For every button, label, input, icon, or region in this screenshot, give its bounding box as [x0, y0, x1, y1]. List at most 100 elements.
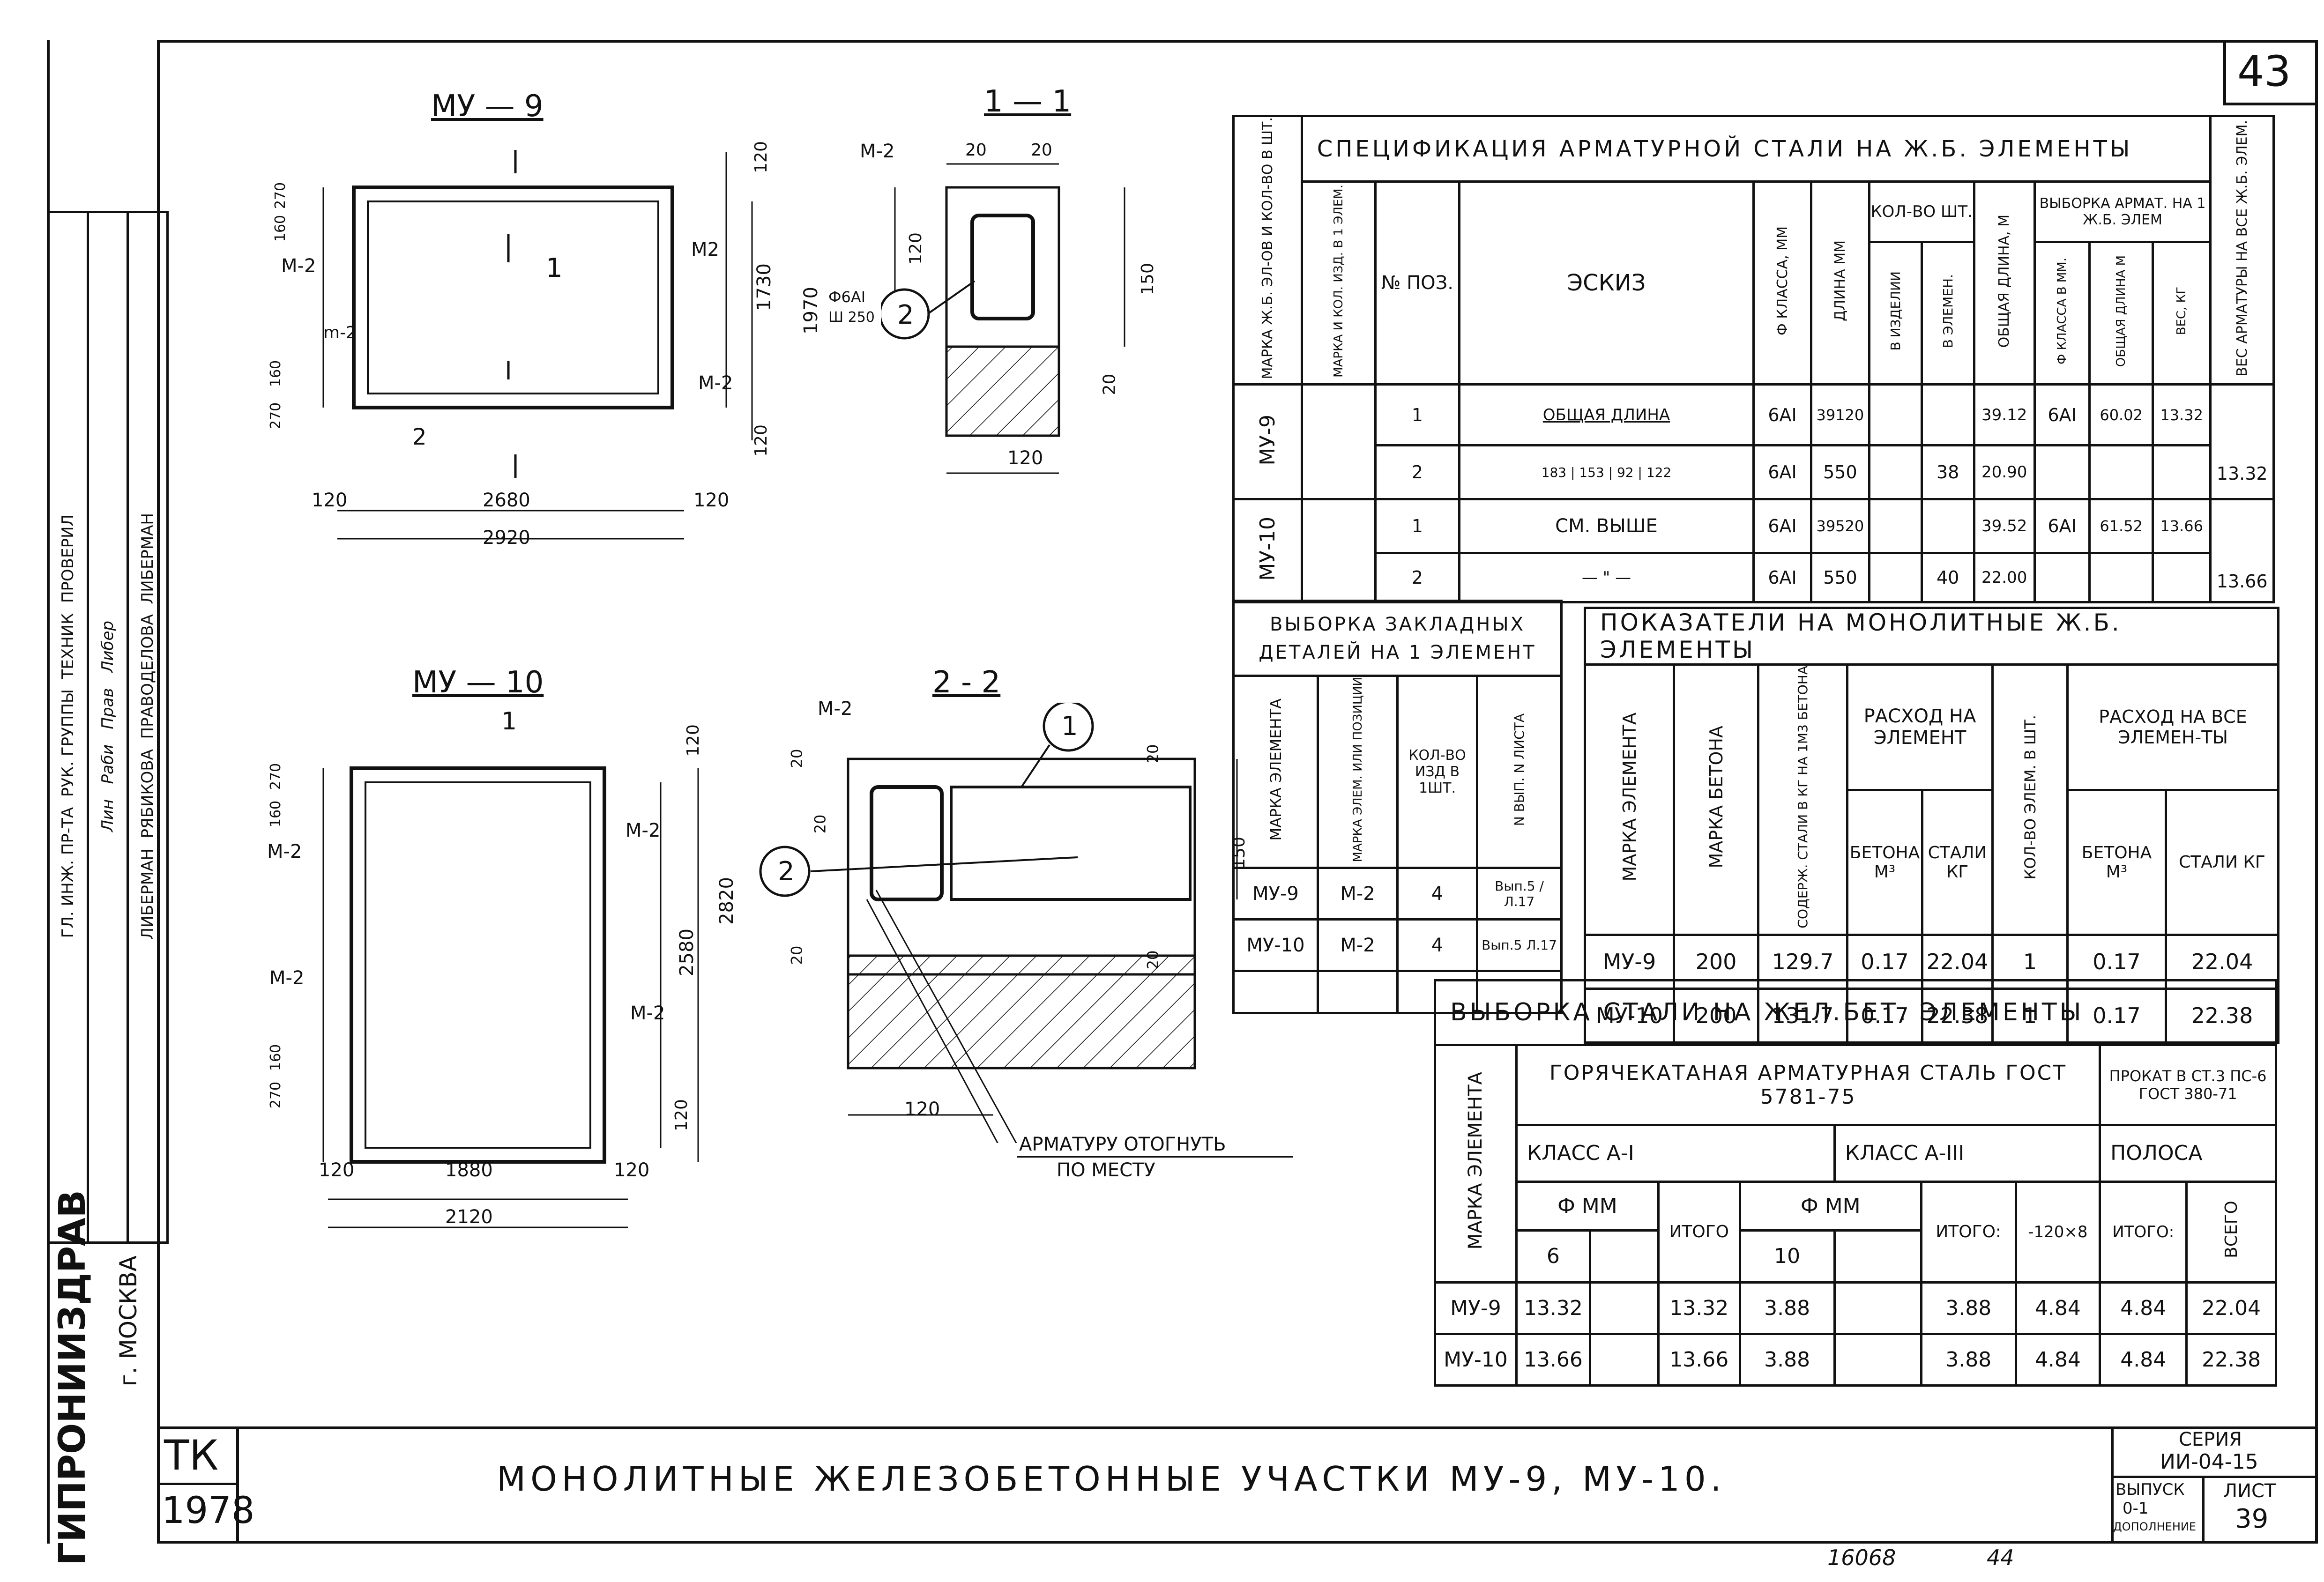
mu9-section1-mark: 1 — [546, 253, 563, 283]
sheet-number-box — [2223, 40, 2318, 105]
title-issue: 0-1 — [2123, 1499, 2149, 1518]
spec-g2r2-sketch: — " — — [1458, 552, 1755, 604]
s22-note-1: АРМАТУРУ ОТОГНУТЬ — [1019, 1134, 1226, 1155]
stamp-sign-1: Лин — [98, 799, 117, 832]
spec-g2r2-slen — [2088, 552, 2154, 604]
spec-g1-weight: 13.32 — [2209, 383, 2275, 501]
side-stamp: ГЛ. ИНЖ. ПР-ТА РУК. ГРУППЫ ТЕХНИК ПРОВЕР… — [47, 211, 169, 1551]
stamp-role-3: ТЕХНИК — [59, 613, 77, 679]
steel-h-class3: КЛАСС А-III — [1833, 1123, 2101, 1183]
indicators-h-use-b: СТАЛИ КГ — [1921, 788, 1994, 936]
steel-r2-it1: 13.66 — [1657, 1332, 1741, 1387]
stamp-role-4: ПРОВЕРИЛ — [59, 514, 77, 603]
embedded-r1-qty: 4 — [1396, 867, 1478, 921]
s22-d20c: 20 — [1144, 744, 1162, 764]
steel-h-hot: ГОРЯЧЕКАТАНАЯ АРМАТУРНАЯ СТАЛЬ ГОСТ 5781… — [1515, 1043, 2101, 1126]
stamp-role-2: РУК. ГРУППЫ — [59, 689, 77, 797]
indicators-h-concrete: МАРКА БЕТОНА — [1706, 726, 1727, 869]
s11-dim-120h: 120 — [1007, 447, 1043, 469]
s11-pos-2: 2 — [897, 300, 914, 330]
steel-h-strip: ПОЛОСА — [2099, 1123, 2277, 1183]
mu10-dim-top: 120 — [683, 724, 703, 757]
s22-d120: 120 — [904, 1099, 940, 1120]
sheet-number: 43 — [2237, 47, 2291, 96]
s22-note-underline — [1017, 1156, 1293, 1158]
mu9-dim-lt270: 270 — [272, 182, 289, 209]
s22-pos-1: 1 — [1061, 711, 1078, 742]
s22-d20b: 20 — [811, 814, 829, 834]
mu10-dim-right: 120 — [614, 1159, 650, 1181]
steel-r1-it3: 3.88 — [1920, 1281, 2017, 1335]
title-right-vdivider — [2202, 1476, 2205, 1544]
spec-g2r2-qb: 40 — [1920, 552, 1975, 604]
stamp-name-1: ЛИБЕРМАН — [138, 848, 157, 940]
steel-r1-s: 4.84 — [2014, 1281, 2101, 1335]
mu10-dim-lb160: 160 — [268, 1044, 284, 1071]
spec-g1-mark: МУ-9 — [1255, 414, 1280, 466]
stamp-org: ГИПРОНИИЗДРАВ — [52, 1190, 94, 1566]
title-tk: ТК — [164, 1431, 219, 1479]
title-sheet: 39 — [2235, 1504, 2269, 1534]
s22-title: 2 - 2 — [932, 665, 1001, 700]
mu9-dim-left: 120 — [312, 490, 348, 511]
steel-r1-mark: МУ-9 — [1434, 1281, 1518, 1335]
embedded-r1-item: М-2 — [1317, 867, 1399, 921]
spec-g1r2-pos: 2 — [1374, 444, 1461, 501]
steel-r2-it3: 3.88 — [1920, 1332, 2017, 1387]
spec-g1r1-qb — [1920, 383, 1975, 447]
mu10-dim-lt270: 270 — [268, 763, 284, 790]
embedded-r1-ref: Вып.5 / Л.17 — [1475, 867, 1563, 921]
steel-r2-e1 — [1588, 1332, 1660, 1387]
indicators-h-use-a: БЕТОНА М³ — [1846, 788, 1923, 936]
s22-d20a: 20 — [788, 749, 806, 768]
s11-dim-150: 150 — [1138, 263, 1157, 295]
spec-g2-weight: 13.66 — [2209, 498, 2275, 604]
spec-g2r2-pos: 2 — [1374, 552, 1461, 604]
indicators-h-mark: МАРКА ЭЛЕМЕНТА — [1619, 713, 1640, 882]
spec-h-sel-c: ВЕС, КГ — [2175, 287, 2189, 335]
steel-h-phi1: Ф ММ — [1515, 1180, 1660, 1232]
spec-g1r1-sphi: 6АI — [2033, 383, 2091, 447]
title-issue-sub: ДОПОЛНЕНИЕ — [2113, 1520, 2196, 1533]
s22-note-2: ПО МЕСТУ — [1057, 1159, 1155, 1181]
spec-h-len: ДЛИНА ММ — [1832, 240, 1848, 322]
steel-h-phi3: Ф ММ — [1738, 1180, 1922, 1232]
stamp-name-3: ПРАВОДЕЛОВА — [138, 614, 157, 739]
steel-r1-tot: 22.04 — [2185, 1281, 2277, 1335]
mu10-dim-lt160: 160 — [268, 800, 284, 828]
steel-table: ВЫБОРКА СТАЛИ НА ЖЕЛ.БЕТ. ЭЛЕМЕНТЫ МАРКА… — [1434, 979, 2277, 1387]
spec-g2r2-total: 22.00 — [1973, 552, 2036, 604]
title-block-tk-divider — [157, 1483, 239, 1485]
mu9-dim-bot: 120 — [751, 424, 771, 457]
mu10-m2-lt: М-2 — [267, 841, 302, 862]
steel-r1-d10: 3.88 — [1738, 1281, 1836, 1335]
mu10-m2-rb: М-2 — [630, 1003, 665, 1024]
embedded-title-1: ВЫБОРКА ЗАКЛАДНЫХ — [1269, 613, 1526, 635]
s11-dim-20v: 20 — [1100, 373, 1119, 395]
title-right-divider — [2111, 1476, 2318, 1478]
steel-h-roll: ПРОКАТ В СТ.3 ПС-6 ГОСТ 380-71 — [2099, 1043, 2277, 1126]
mu10-dim-left: 120 — [319, 1159, 355, 1181]
embedded-table: ВЫБОРКА ЗАКЛАДНЫХ ДЕТАЛЕЙ НА 1 ЭЛЕМЕНТ М… — [1232, 600, 1563, 1015]
steel-h-mark: МАРКА ЭЛЕМЕНТА — [1465, 1072, 1487, 1250]
spec-g2r1-qa — [1868, 498, 1923, 555]
spec-h-sketch: ЭСКИЗ — [1458, 180, 1755, 386]
spec-h-pos: № ПОЗ. — [1374, 180, 1461, 386]
mu9-m2-rb: М-2 — [698, 372, 733, 394]
embedded-h-item: МАРКА ЭЛЕМ. ИЛИ ПОЗИЦИИ — [1350, 677, 1365, 862]
indicators-h-all: РАСХОД НА ВСЕ ЭЛЕМЕН-ТЫ — [2066, 663, 2280, 791]
spec-title: СПЕЦИФИКАЦИЯ АРМАТУРНОЙ СТАЛИ НА Ж.Б. ЭЛ… — [1300, 115, 2212, 183]
embedded-h-mark: МАРКА ЭЛЕМЕНТА — [1266, 698, 1285, 841]
mu9-plan — [322, 150, 753, 540]
embedded-r1-mark: МУ-9 — [1232, 867, 1319, 921]
steel-h-itogo1: ИТОГО — [1657, 1180, 1741, 1284]
s11-section — [881, 163, 1125, 474]
spec-h-markq: МАРКА И КОЛ. ИЗД. В 1 ЭЛЕМ. — [1331, 184, 1346, 378]
mu10-m2-lb: М-2 — [269, 967, 305, 989]
embedded-r2-mark: МУ-10 — [1232, 918, 1319, 973]
steel-h-d6: 6 — [1515, 1229, 1591, 1284]
spec-g1r1-pos: 1 — [1374, 383, 1461, 447]
s22-d20e: 20 — [1144, 950, 1162, 970]
steel-r1-d6: 13.32 — [1515, 1281, 1591, 1335]
spec-h-total: ОБЩАЯ ДЛИНА, М — [1996, 214, 2013, 348]
